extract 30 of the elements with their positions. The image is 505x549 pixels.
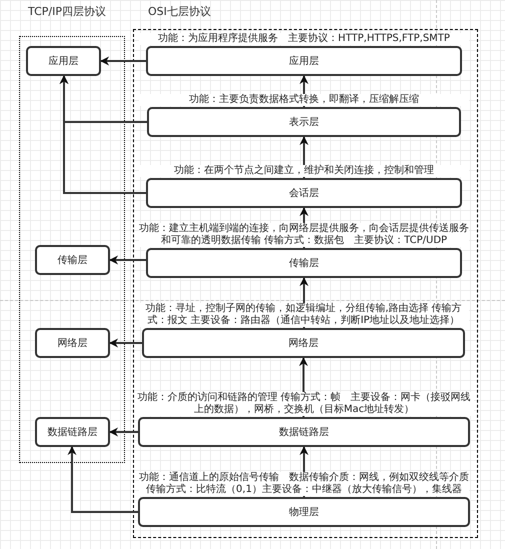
layer-box — [35, 328, 110, 358]
arrow — [109, 338, 142, 348]
layer-name: 数据链路层 — [279, 426, 329, 439]
layer-name: 网络层 — [58, 337, 88, 350]
layer-name: 网络层 — [288, 337, 318, 350]
layer-name: 应用层 — [289, 54, 319, 68]
layer-name: 物理层 — [289, 506, 319, 519]
layer-name: 应用层 — [48, 54, 78, 68]
arrow — [68, 446, 138, 513]
layer-description: 功能：建立主机端到端的连接，向网络层提供服务，向会话层提供传送服务和可靠的透明数据传输 传输方式：数据包 主要协议：TCP/UDP — [139, 223, 469, 247]
layer-description: 功能：在两个节点之间建立，维护和关闭连接，控制和管理 — [139, 165, 469, 177]
arrow — [109, 428, 138, 436]
layer-name: 传输层 — [58, 254, 88, 267]
group-title: TCP/IP四层协议 — [28, 4, 106, 19]
arrow — [109, 256, 146, 264]
layer-name: 表示层 — [289, 116, 319, 129]
layer-box — [35, 245, 110, 275]
group-title: OSI七层协议 — [148, 4, 211, 19]
layer-name: 会话层 — [289, 186, 319, 200]
layer-name: 数据链路层 — [48, 426, 98, 439]
layer-box — [26, 46, 101, 76]
layer-description: 功能：介质的访问和链路的管理 传输方式：帧 主要设备：网卡（接驳网线上的数据），网桥，交换机（目标Mac地址转发） — [134, 392, 474, 416]
layer-description: 功能：寻址，控制子网的传输，如逻辑编址，分组传输,路由选择 传输方式：报文 主要设备：路由器（通信中转站，判断IP地址以及地址选择） — [138, 303, 468, 327]
layer-description: 功能：通信道上的原始信号传输 数据传输介质：网线，例如双绞线等介质传输方式：比特流（0,1）主要设备：中继器（放大传输信号），集线器 — [139, 472, 469, 496]
layer-description: 功能：主要负责数据格式转换，即翻译，压缩解压缩 — [139, 94, 469, 106]
layer-box — [35, 417, 110, 447]
arrow — [100, 56, 146, 66]
layer-name: 传输层 — [289, 257, 319, 270]
arrow — [60, 75, 146, 194]
layer-description: 功能：为应用程序提供服务 主要协议：HTTP,HTTPS,FTP,SMTP — [139, 33, 469, 45]
